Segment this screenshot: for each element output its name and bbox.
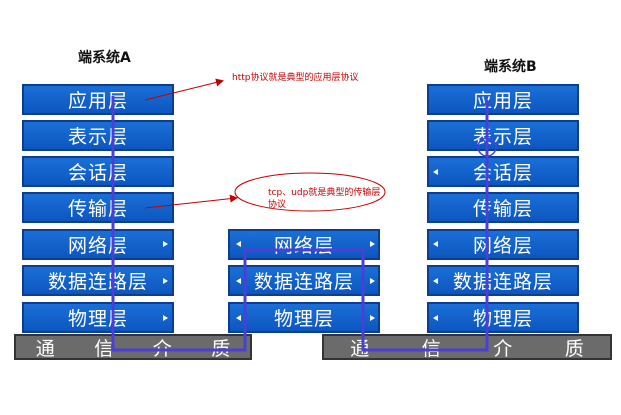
system-a-physical-layer: 物理层 (22, 302, 174, 333)
right-communication-medium: 通 信 介 质 (322, 334, 612, 360)
router-physical-layer: 物理层 (228, 302, 380, 333)
system-b-session-layer: 会话层 (427, 156, 579, 187)
system-b-presentation-layer: 表示层 (427, 120, 579, 151)
system-b-application-layer: 应用层 (427, 84, 579, 115)
router-data-link-layer: 数据连路层 (228, 265, 380, 296)
left-medium-char-2: 信 (94, 337, 114, 360)
left-medium-char-1: 通 (35, 337, 55, 360)
system-a-presentation-layer: 表示层 (22, 120, 174, 151)
system-a-application-layer: 应用层 (22, 84, 174, 115)
router-network-layer: 网络层 (228, 229, 380, 260)
right-medium-char-1: 通 (350, 337, 370, 360)
http-annotation: http协议就是典型的应用层协议 (232, 73, 359, 83)
system-b-transport-layer: 传输层 (427, 192, 579, 223)
right-medium-char-4: 质 (564, 337, 584, 360)
system-a-network-layer: 网络层 (22, 229, 174, 260)
system-a-title: 端系统A (78, 50, 131, 66)
system-b-physical-layer: 物理层 (427, 302, 579, 333)
system-a-transport-layer: 传输层 (22, 192, 174, 223)
system-b-title: 端系统B (484, 59, 537, 75)
system-a-session-layer: 会话层 (22, 156, 174, 187)
system-a-data-link-layer: 数据连路层 (22, 265, 174, 296)
left-medium-char-4: 质 (211, 337, 231, 360)
right-medium-char-3: 介 (493, 337, 513, 360)
right-medium-char-2: 信 (421, 337, 441, 360)
left-medium-char-3: 介 (152, 337, 172, 360)
system-b-network-layer: 网络层 (427, 229, 579, 260)
left-communication-medium: 通 信 介 质 (14, 334, 252, 360)
system-b-data-link-layer: 数据连路层 (427, 265, 579, 296)
tcp-annotation-line2: 协议 (268, 200, 287, 210)
